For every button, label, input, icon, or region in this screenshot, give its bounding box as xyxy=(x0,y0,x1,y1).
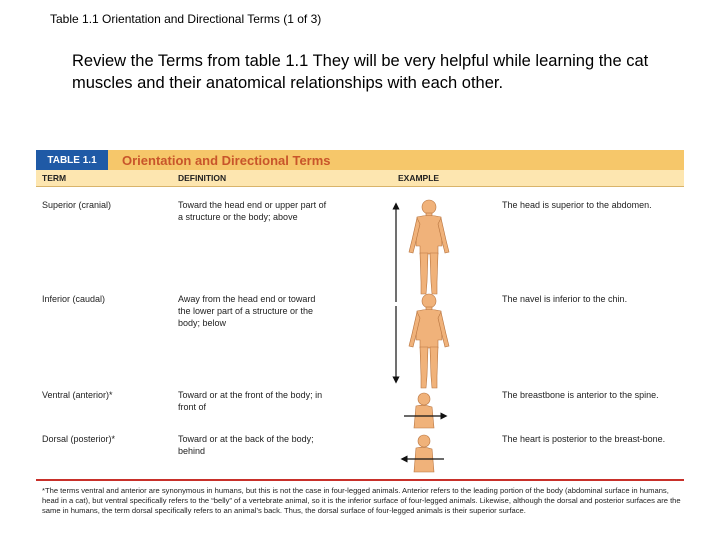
table-header: TABLE 1.1 Orientation and Directional Te… xyxy=(36,150,684,170)
human-figure-icon xyxy=(408,293,450,389)
torso-profile-icon xyxy=(413,392,435,429)
human-figure-icon xyxy=(408,199,450,295)
directional-terms-table: TABLE 1.1 Orientation and Directional Te… xyxy=(36,150,684,532)
row-example: The head is superior to the abdomen. xyxy=(502,200,652,210)
table-bottom-rule xyxy=(36,479,684,481)
intro-text: Review the Terms from table 1.1 They wil… xyxy=(72,52,649,92)
row-term: Superior (cranial) xyxy=(42,200,112,210)
table-title: Orientation and Directional Terms xyxy=(122,152,331,168)
row-definition: Away from the head end or toward the low… xyxy=(178,294,316,328)
row-term: Inferior (caudal) xyxy=(42,294,106,304)
torso-profile-icon xyxy=(413,434,435,473)
row-example: The navel is inferior to the chin. xyxy=(502,294,628,304)
column-header-example: EXAMPLE xyxy=(398,173,440,183)
row-definition: Toward the head end or upper part of a s… xyxy=(178,200,327,222)
column-header-definition: DEFINITION xyxy=(178,173,227,183)
row-term: Ventral (anterior)* xyxy=(42,390,113,400)
row-term: Dorsal (posterior)* xyxy=(42,434,116,444)
table-footnote: *The terms ventral and anterior are syno… xyxy=(42,486,681,516)
column-headers: TERM DEFINITION EXAMPLE xyxy=(36,170,684,187)
slide-title: Table 1.1 Orientation and Directional Te… xyxy=(50,12,322,26)
row-definition: Toward or at the front of the body; in f… xyxy=(178,390,323,412)
row-definition: Toward or at the back of the body; behin… xyxy=(178,434,314,456)
example-illustrations xyxy=(392,199,450,473)
column-header-term: TERM xyxy=(42,173,67,183)
table-badge: TABLE 1.1 xyxy=(36,150,108,170)
row-example: The breastbone is anterior to the spine. xyxy=(502,390,659,400)
row-example: The heart is posterior to the breast-bon… xyxy=(502,434,666,444)
